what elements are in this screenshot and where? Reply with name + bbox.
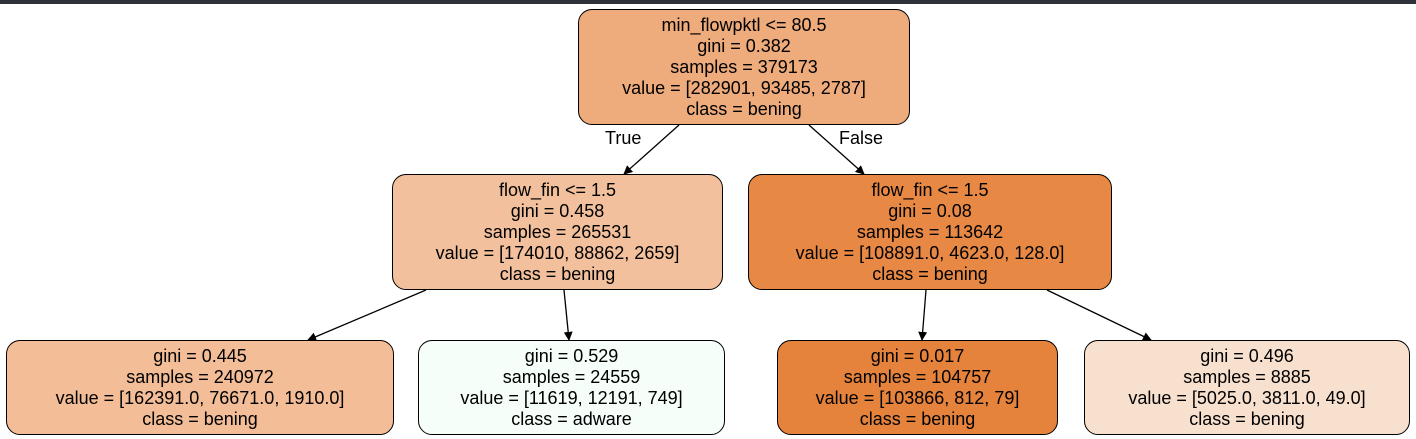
node-samples: samples = 265531 <box>483 221 632 242</box>
node-class: class = bening <box>142 408 258 429</box>
edge-left-ll <box>307 289 427 341</box>
tree-node-right: flow_fin <= 1.5 gini = 0.08 samples = 11… <box>748 174 1112 290</box>
tree-leaf-rr: gini = 0.496 samples = 8885 value = [502… <box>1084 340 1410 435</box>
node-value: value = [162391.0, 76671.0, 1910.0] <box>55 387 345 408</box>
node-value: value = [174010, 88862, 2659] <box>435 242 680 263</box>
node-split: flow_fin <= 1.5 <box>871 179 989 200</box>
tree-leaf-lr: gini = 0.529 samples = 24559 value = [11… <box>418 340 725 435</box>
node-samples: samples = 113642 <box>856 221 1004 242</box>
top-bar <box>0 0 1416 4</box>
node-class: class = adware <box>511 408 632 429</box>
node-samples: samples = 24559 <box>502 366 641 387</box>
node-samples: samples = 8885 <box>1183 366 1311 387</box>
node-value: value = [11619, 12191, 749] <box>460 387 683 408</box>
node-class: class = bening <box>499 263 616 284</box>
node-value: value = [5025.0, 3811.0, 49.0] <box>1128 387 1366 408</box>
node-gini: gini = 0.458 <box>510 200 605 221</box>
edge-right-rr <box>1046 289 1152 341</box>
node-gini: gini = 0.529 <box>524 345 619 366</box>
node-gini: gini = 0.017 <box>870 345 965 366</box>
tree-leaf-ll: gini = 0.445 samples = 240972 value = [1… <box>6 340 394 435</box>
node-gini: gini = 0.496 <box>1200 345 1294 366</box>
node-class: class = bening <box>859 408 976 429</box>
tree-node-root: min_flowpktl <= 80.5 gini = 0.382 sample… <box>578 9 910 125</box>
edge-right-rl <box>918 289 928 341</box>
node-samples: samples = 379173 <box>670 56 818 77</box>
node-split: min_flowpktl <= 80.5 <box>661 14 827 35</box>
node-class: class = bening <box>1189 408 1305 429</box>
node-samples: samples = 104757 <box>843 366 992 387</box>
node-gini: gini = 0.382 <box>697 35 791 56</box>
node-gini: gini = 0.445 <box>153 345 247 366</box>
node-gini: gini = 0.08 <box>888 200 972 221</box>
edge-root-right <box>808 124 865 175</box>
node-samples: samples = 240972 <box>126 366 274 387</box>
edge-label-true: True <box>605 128 642 148</box>
edge-root-left <box>623 124 680 175</box>
tree-node-left: flow_fin <= 1.5 gini = 0.458 samples = 2… <box>392 174 723 290</box>
edge-left-lr <box>563 289 573 341</box>
node-value: value = [282901, 93485, 2787] <box>622 77 866 98</box>
node-value: value = [103866, 812, 79] <box>815 387 1020 408</box>
node-value: value = [108891.0, 4623.0, 128.0] <box>795 242 1065 263</box>
node-class: class = bening <box>686 98 802 119</box>
node-class: class = bening <box>872 263 988 284</box>
node-split: flow_fin <= 1.5 <box>498 179 617 200</box>
tree-leaf-rl: gini = 0.017 samples = 104757 value = [1… <box>777 340 1058 435</box>
edge-label-false: False <box>839 128 884 148</box>
